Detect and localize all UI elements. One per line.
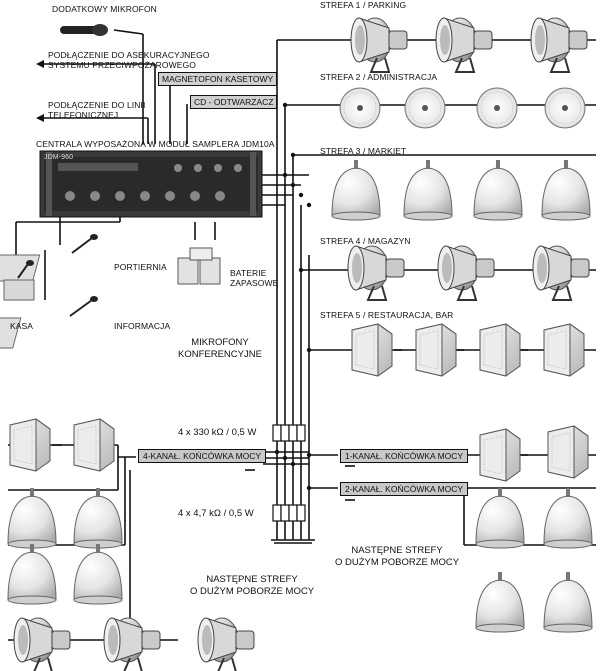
conference-mic-reception-icon (0, 234, 98, 282)
next-zones-left-label: NASTĘPNE STREFY O DUŻYM POBORZE MOCY (190, 574, 315, 597)
zone-5-label: STREFA 5 / RESTAURACJA, BAR (320, 310, 454, 320)
zone-3-label: STREFA 3 / MARKIET (320, 146, 407, 156)
amp-4ch-horn-speakers (13, 617, 255, 671)
amp-1-channel: 1-KANAŁ. KOŃCÓWKA MOCY (340, 449, 469, 463)
zone-1-speakers (350, 17, 588, 73)
junction-dots (274, 102, 312, 491)
arrows (36, 60, 44, 122)
conference-mics-label: MIKROFONY KONFERENCYJNE (178, 337, 262, 360)
information-label: INFORMACJA (114, 321, 171, 331)
zone-1-label: STREFA 1 / PARKING (320, 0, 407, 10)
microphone-icon (60, 24, 108, 36)
resistor-high-label: 4 x 330 kΩ / 0,5 W (178, 427, 257, 438)
speaker-dashes (52, 349, 528, 456)
cassette-box: MAGNETOFON KASETOWY (158, 72, 278, 86)
amp-2ch-speakers (475, 487, 593, 633)
reception-label: PORTIERNIA (114, 262, 167, 272)
resistor-bank-high (272, 424, 306, 442)
amp-4-channel: 4-KANAŁ. KOŃCÓWKA MOCY (138, 449, 267, 463)
fire-system-label: PODŁĄCZENIE DO ASEKURACYJNEGO SYSTEMU PR… (48, 50, 210, 70)
next-zones-right-label: NASTĘPNE STREFY O DUŻYM POBORZE MOCY (335, 545, 460, 568)
device-model-label: JDM-960 (44, 154, 74, 161)
cashier-label: KASA (10, 321, 34, 331)
microphone-label: DODATKOWY MIKROFON (52, 4, 157, 14)
zone-3-speakers (331, 159, 591, 221)
zone-2-speakers (339, 87, 586, 129)
conference-mic-cashier-icon (3, 260, 35, 301)
battery-icon (177, 247, 221, 285)
central-unit-label: CENTRALA WYPOSAŻONA W MODUŁ SAMPLERA JDM… (36, 139, 275, 149)
ground-symbols (245, 465, 355, 544)
amp-2-channel: 2-KANAŁ. KOŃCÓWKA MOCY (340, 482, 469, 496)
phone-line-label: PODŁĄCZENIE DO LINII TELEFONICZNEJ (48, 100, 146, 120)
zone-2-label: STREFA 2 / ADMINISTRACJA (320, 72, 438, 82)
cd-box: CD - ODTWARZACZ (190, 95, 278, 109)
central-unit-icon (39, 150, 263, 218)
resistor-bank-low (272, 504, 306, 522)
amp-1ch-speakers (479, 425, 589, 482)
zone-4-speakers (347, 245, 590, 301)
batteries-label: BATERIE ZAPASOWE (230, 268, 279, 288)
zone-4-label: STREFA 4 / MAGAZYN (320, 236, 411, 246)
conference-mic-information-icon (0, 296, 98, 349)
amp-4ch-dome-speakers (7, 487, 123, 605)
resistor-low-label: 4 x 4,7 kΩ / 0,5 W (178, 508, 254, 519)
